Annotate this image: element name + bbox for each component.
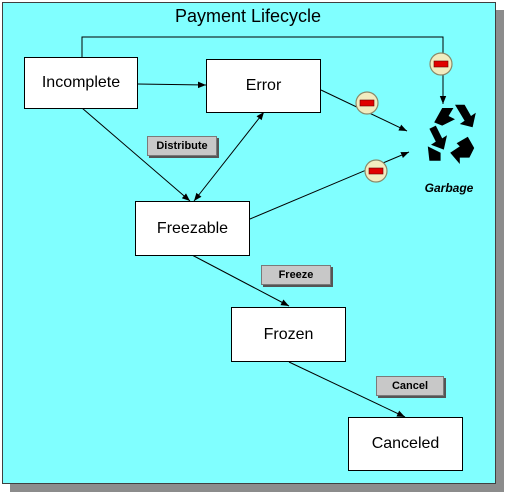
state-canceled[interactable]: Canceled — [348, 417, 463, 471]
state-frozen-label: Frozen — [263, 325, 314, 343]
state-freezable-label: Freezable — [156, 219, 229, 237]
edge-incomplete-freezable — [81, 107, 191, 202]
freeze-button-label: Freeze — [278, 269, 314, 281]
edge-freezable-frozen — [191, 254, 290, 307]
state-freezable[interactable]: Freezable — [135, 201, 250, 256]
state-frozen[interactable]: Frozen — [231, 307, 346, 362]
state-error-label: Error — [245, 77, 282, 94]
state-canceled-label: Canceled — [371, 435, 440, 452]
cancel-button-label: Cancel — [391, 380, 429, 392]
distribute-button[interactable]: Distribute — [147, 136, 217, 156]
state-incomplete-label: Incomplete — [41, 74, 121, 91]
panel-shadow-bottom — [10, 483, 504, 492]
delete-icon[interactable] — [355, 91, 379, 115]
cancel-button[interactable]: Cancel — [376, 376, 444, 396]
freeze-button[interactable]: Freeze — [261, 265, 331, 285]
state-error[interactable]: Error — [206, 59, 321, 113]
diagram-title: Payment Lifecycle — [174, 6, 322, 26]
panel-shadow-right — [495, 10, 504, 492]
edge-frozen-canceled — [288, 361, 406, 418]
garbage-label: Garbage — [424, 181, 474, 195]
edge-incomplete-error — [136, 81, 207, 89]
recycle-icon — [427, 104, 476, 164]
delete-icon[interactable] — [429, 52, 453, 76]
distribute-button-label: Distribute — [156, 140, 208, 152]
delete-icon[interactable] — [364, 159, 388, 183]
edge-error-freezable — [193, 111, 265, 202]
state-incomplete[interactable]: Incomplete — [24, 57, 138, 109]
